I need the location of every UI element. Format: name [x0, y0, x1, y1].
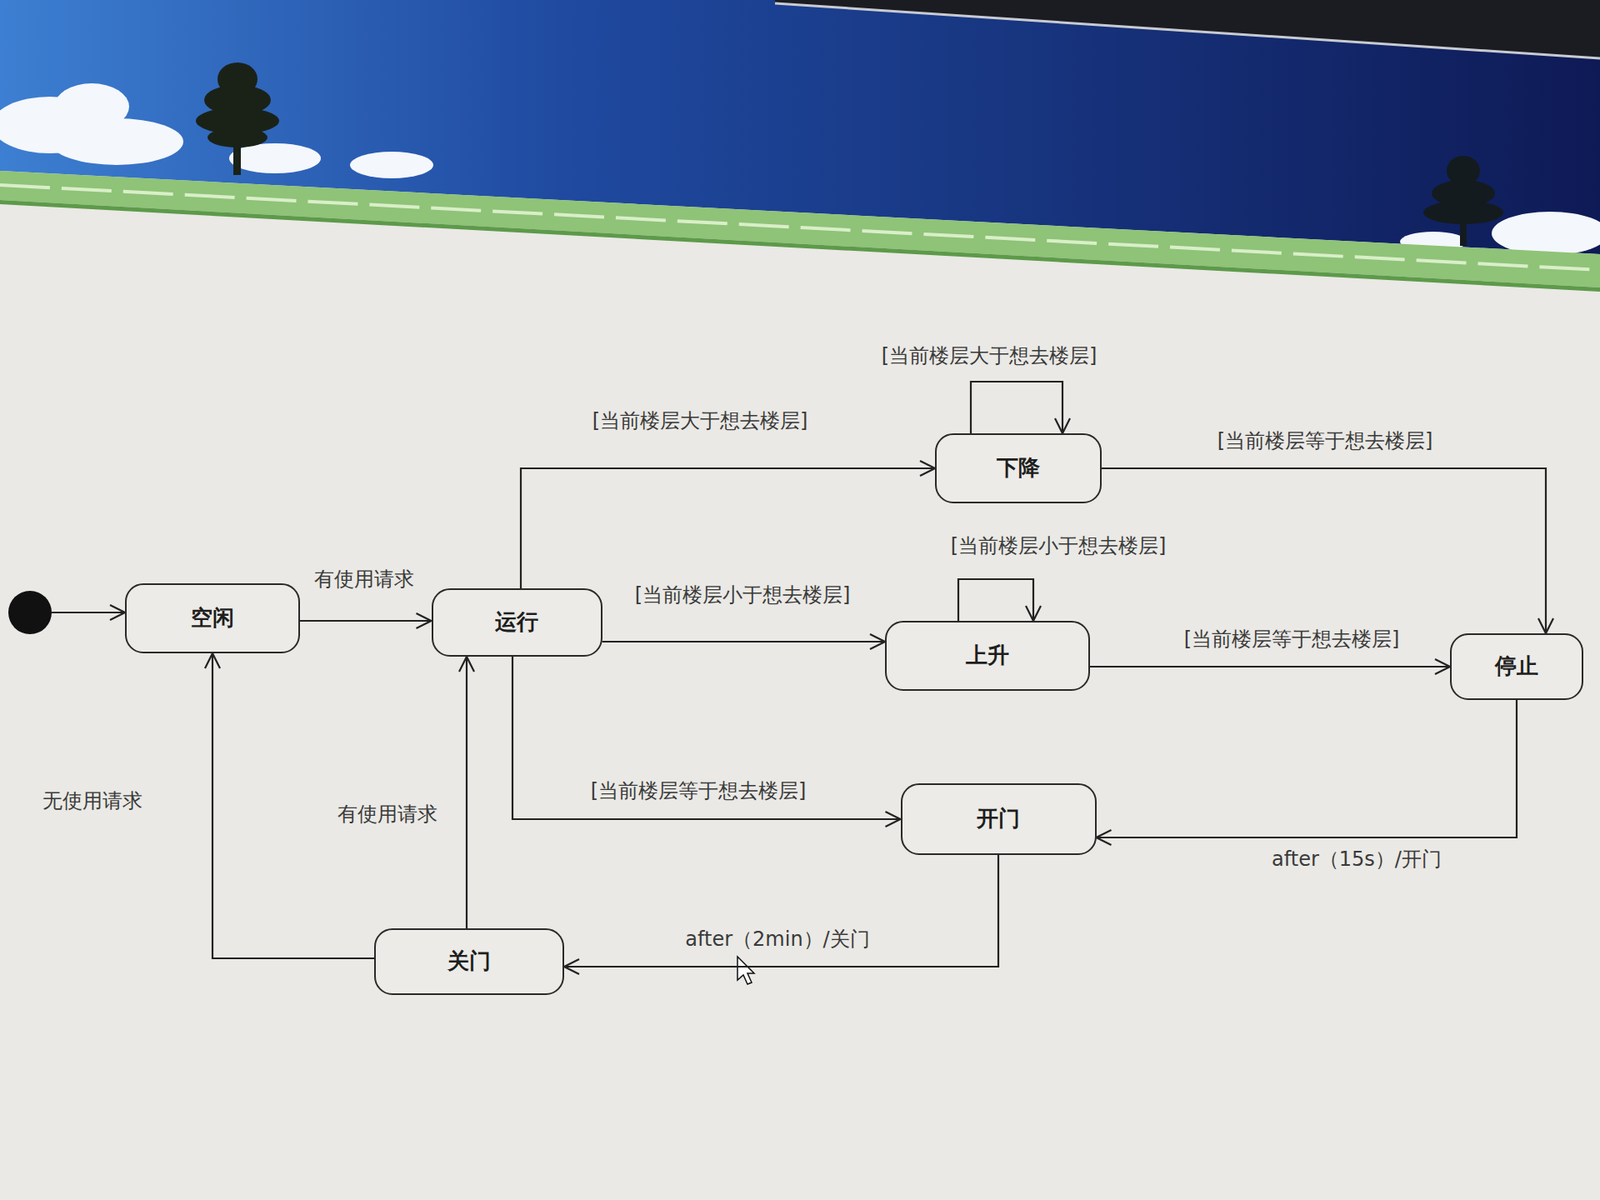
transition-label: [当前楼层等于想去楼层]	[587, 778, 810, 804]
tree-right	[1423, 155, 1504, 246]
state-name: 下降	[996, 455, 1040, 481]
transition-arrow	[520, 468, 935, 589]
state-name: 运行	[495, 609, 539, 635]
transition-label: after（15s）/开门	[1268, 846, 1445, 872]
state-name: 空闲	[190, 605, 235, 631]
grass-edge	[0, 200, 1600, 292]
transition-arrow	[958, 579, 1034, 621]
state-name: 开门	[976, 805, 1020, 832]
initial-transition	[51, 611, 125, 614]
transition-label: 无使用请求	[39, 788, 146, 814]
transition-arrow	[465, 656, 468, 929]
state-box: 运行	[431, 588, 603, 657]
transition-arrow	[300, 620, 432, 622]
transition-label: [当前楼层小于想去楼层]	[947, 533, 1170, 559]
transition-label: after（2min）/关门	[681, 926, 873, 952]
state-name: 上升	[965, 642, 1010, 669]
transition-label: 有使用请求	[334, 801, 441, 827]
transition-arrow	[970, 381, 1063, 434]
transition-arrow	[564, 855, 999, 967]
tree-left	[195, 62, 280, 175]
transition-label: [当前楼层大于想去楼层]	[878, 343, 1101, 369]
bezel-edge	[775, 3, 1600, 59]
transition-label: [当前楼层大于想去楼层]	[589, 408, 812, 434]
transition-label: [当前楼层小于想去楼层]	[631, 582, 855, 608]
grass-stripe	[0, 170, 1600, 288]
transition-arrow	[1090, 665, 1450, 668]
mouse-cursor	[737, 956, 755, 985]
transition-arrow	[512, 656, 901, 820]
transition-label: [当前楼层等于想去楼层]	[1214, 428, 1437, 454]
state-box: 关门	[374, 928, 565, 995]
initial-state	[8, 590, 52, 635]
state-name: 停止	[1495, 653, 1539, 680]
state-box: 空闲	[125, 583, 300, 654]
state-box: 停止	[1450, 633, 1584, 700]
transition-label: [当前楼层等于想去楼层]	[1180, 626, 1404, 652]
state-box: 上升	[885, 620, 1090, 691]
transition-arrow	[602, 640, 886, 643]
banner-illustration	[0, 0, 1600, 300]
screen-bezel	[775, 0, 1600, 59]
state-box: 下降	[935, 433, 1102, 504]
state-box: 开门	[900, 783, 1097, 855]
grass-pattern	[0, 185, 1600, 270]
transition-label: 有使用请求	[310, 566, 418, 592]
state-name: 关门	[447, 948, 491, 975]
transition-arrow	[1096, 700, 1518, 838]
